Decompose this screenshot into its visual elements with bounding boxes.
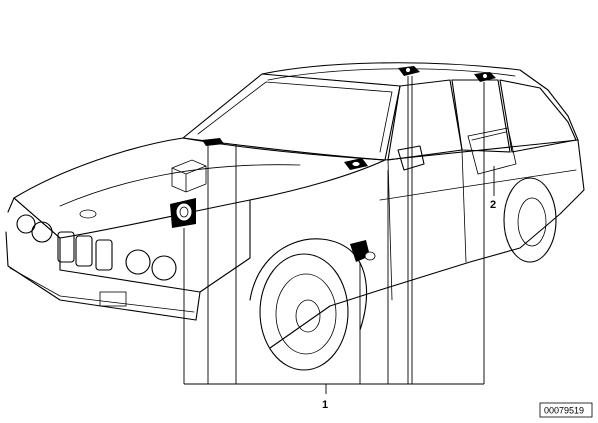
components [170, 66, 517, 262]
rear-quarter-window [499, 79, 577, 153]
doc-number-frame [539, 402, 593, 418]
windshield [182, 73, 401, 161]
doc-number: 00079519 [544, 406, 584, 416]
leader-lines [183, 76, 495, 394]
roof-outline [261, 62, 579, 141]
hood-switch [202, 138, 224, 146]
headlight-right-inner [125, 249, 151, 275]
grille-right [95, 239, 113, 271]
bumper-lower [9, 267, 195, 313]
front-door-window [387, 79, 463, 161]
windshield-inner [197, 81, 393, 153]
rear-wheel [503, 177, 557, 263]
front-wheel [259, 253, 349, 371]
car-illustration [5, 62, 585, 371]
front-fascia [7, 197, 251, 293]
side-body [269, 139, 585, 349]
door-panel-module-edge [471, 131, 507, 141]
license-plate [99, 291, 127, 307]
callout-2: 2 [490, 199, 496, 211]
headlight-left-inner [31, 221, 53, 243]
headlight-left-outer [16, 214, 36, 234]
grille-left [57, 231, 75, 263]
grille-left-2 [75, 235, 93, 267]
front-wheel-hub [295, 299, 321, 333]
door-seam-rear [461, 149, 467, 263]
hood-crease [59, 164, 301, 207]
hood-badge [79, 209, 97, 219]
front-bumper [5, 231, 201, 321]
front-wheel-rim [275, 273, 337, 355]
side-crease [379, 169, 577, 201]
headlight-right-outer [151, 255, 177, 281]
front-wheel-arch [249, 238, 368, 331]
side-mirror [397, 145, 425, 171]
rear-wheel-hub [517, 197, 547, 247]
door-panel-module [467, 127, 517, 175]
callout-1: 1 [322, 399, 328, 411]
hood [13, 137, 386, 239]
roof-rail [267, 68, 516, 81]
control-module [171, 159, 207, 193]
door-seam-front [387, 159, 393, 301]
